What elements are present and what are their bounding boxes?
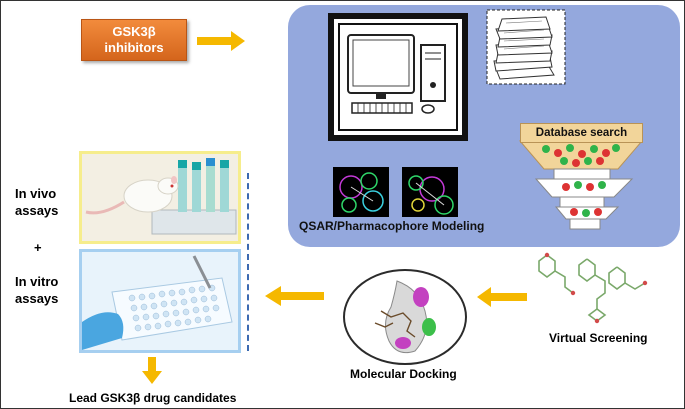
molecular-docking-label: Molecular Docking	[350, 367, 457, 381]
gsk-line1: GSK3β	[112, 24, 156, 39]
in-vitro-label: In vitro assays	[15, 273, 58, 307]
plus-sign: +	[34, 240, 42, 255]
in-vivo-label: In vivo assays	[15, 185, 58, 219]
in-vivo-line2: assays	[15, 203, 59, 218]
arrow-down-lead	[142, 357, 162, 384]
pharmacophore-image-2	[402, 167, 458, 217]
in-vivo-photo	[79, 151, 241, 244]
docking-image	[343, 269, 467, 365]
gsk-line2: inhibitors	[104, 40, 164, 55]
in-vitro-photo	[79, 249, 241, 353]
molecules-icon	[538, 252, 648, 324]
arrow-left-dock	[265, 286, 324, 306]
pharmacophore-image-1	[333, 167, 389, 217]
lead-candidates-label: Lead GSK3β drug candidates	[69, 391, 237, 405]
virtual-screening-label: Virtual Screening	[549, 331, 648, 345]
documents-stack-icon	[486, 9, 566, 85]
qsar-label: QSAR/Pharmacophore Modeling	[299, 219, 485, 233]
computer-icon	[328, 13, 468, 141]
gsk3b-inhibitors-box: GSK3β inhibitors	[81, 19, 187, 61]
in-vitro-line1: In vitro	[15, 274, 59, 289]
in-vitro-line2: assays	[15, 291, 59, 306]
microplate-image	[82, 252, 238, 350]
plate-wells	[128, 284, 220, 332]
database-search-label: Database search	[520, 123, 643, 143]
database-funnel-icon	[518, 140, 644, 230]
assays-bracket	[239, 173, 249, 351]
arrow-left-vs	[477, 287, 527, 307]
in-vivo-line1: In vivo	[15, 186, 57, 201]
protein-ligand-icon	[374, 280, 436, 354]
arrow-right-gsk	[197, 31, 245, 51]
mouse-test-tubes-image	[82, 154, 238, 241]
